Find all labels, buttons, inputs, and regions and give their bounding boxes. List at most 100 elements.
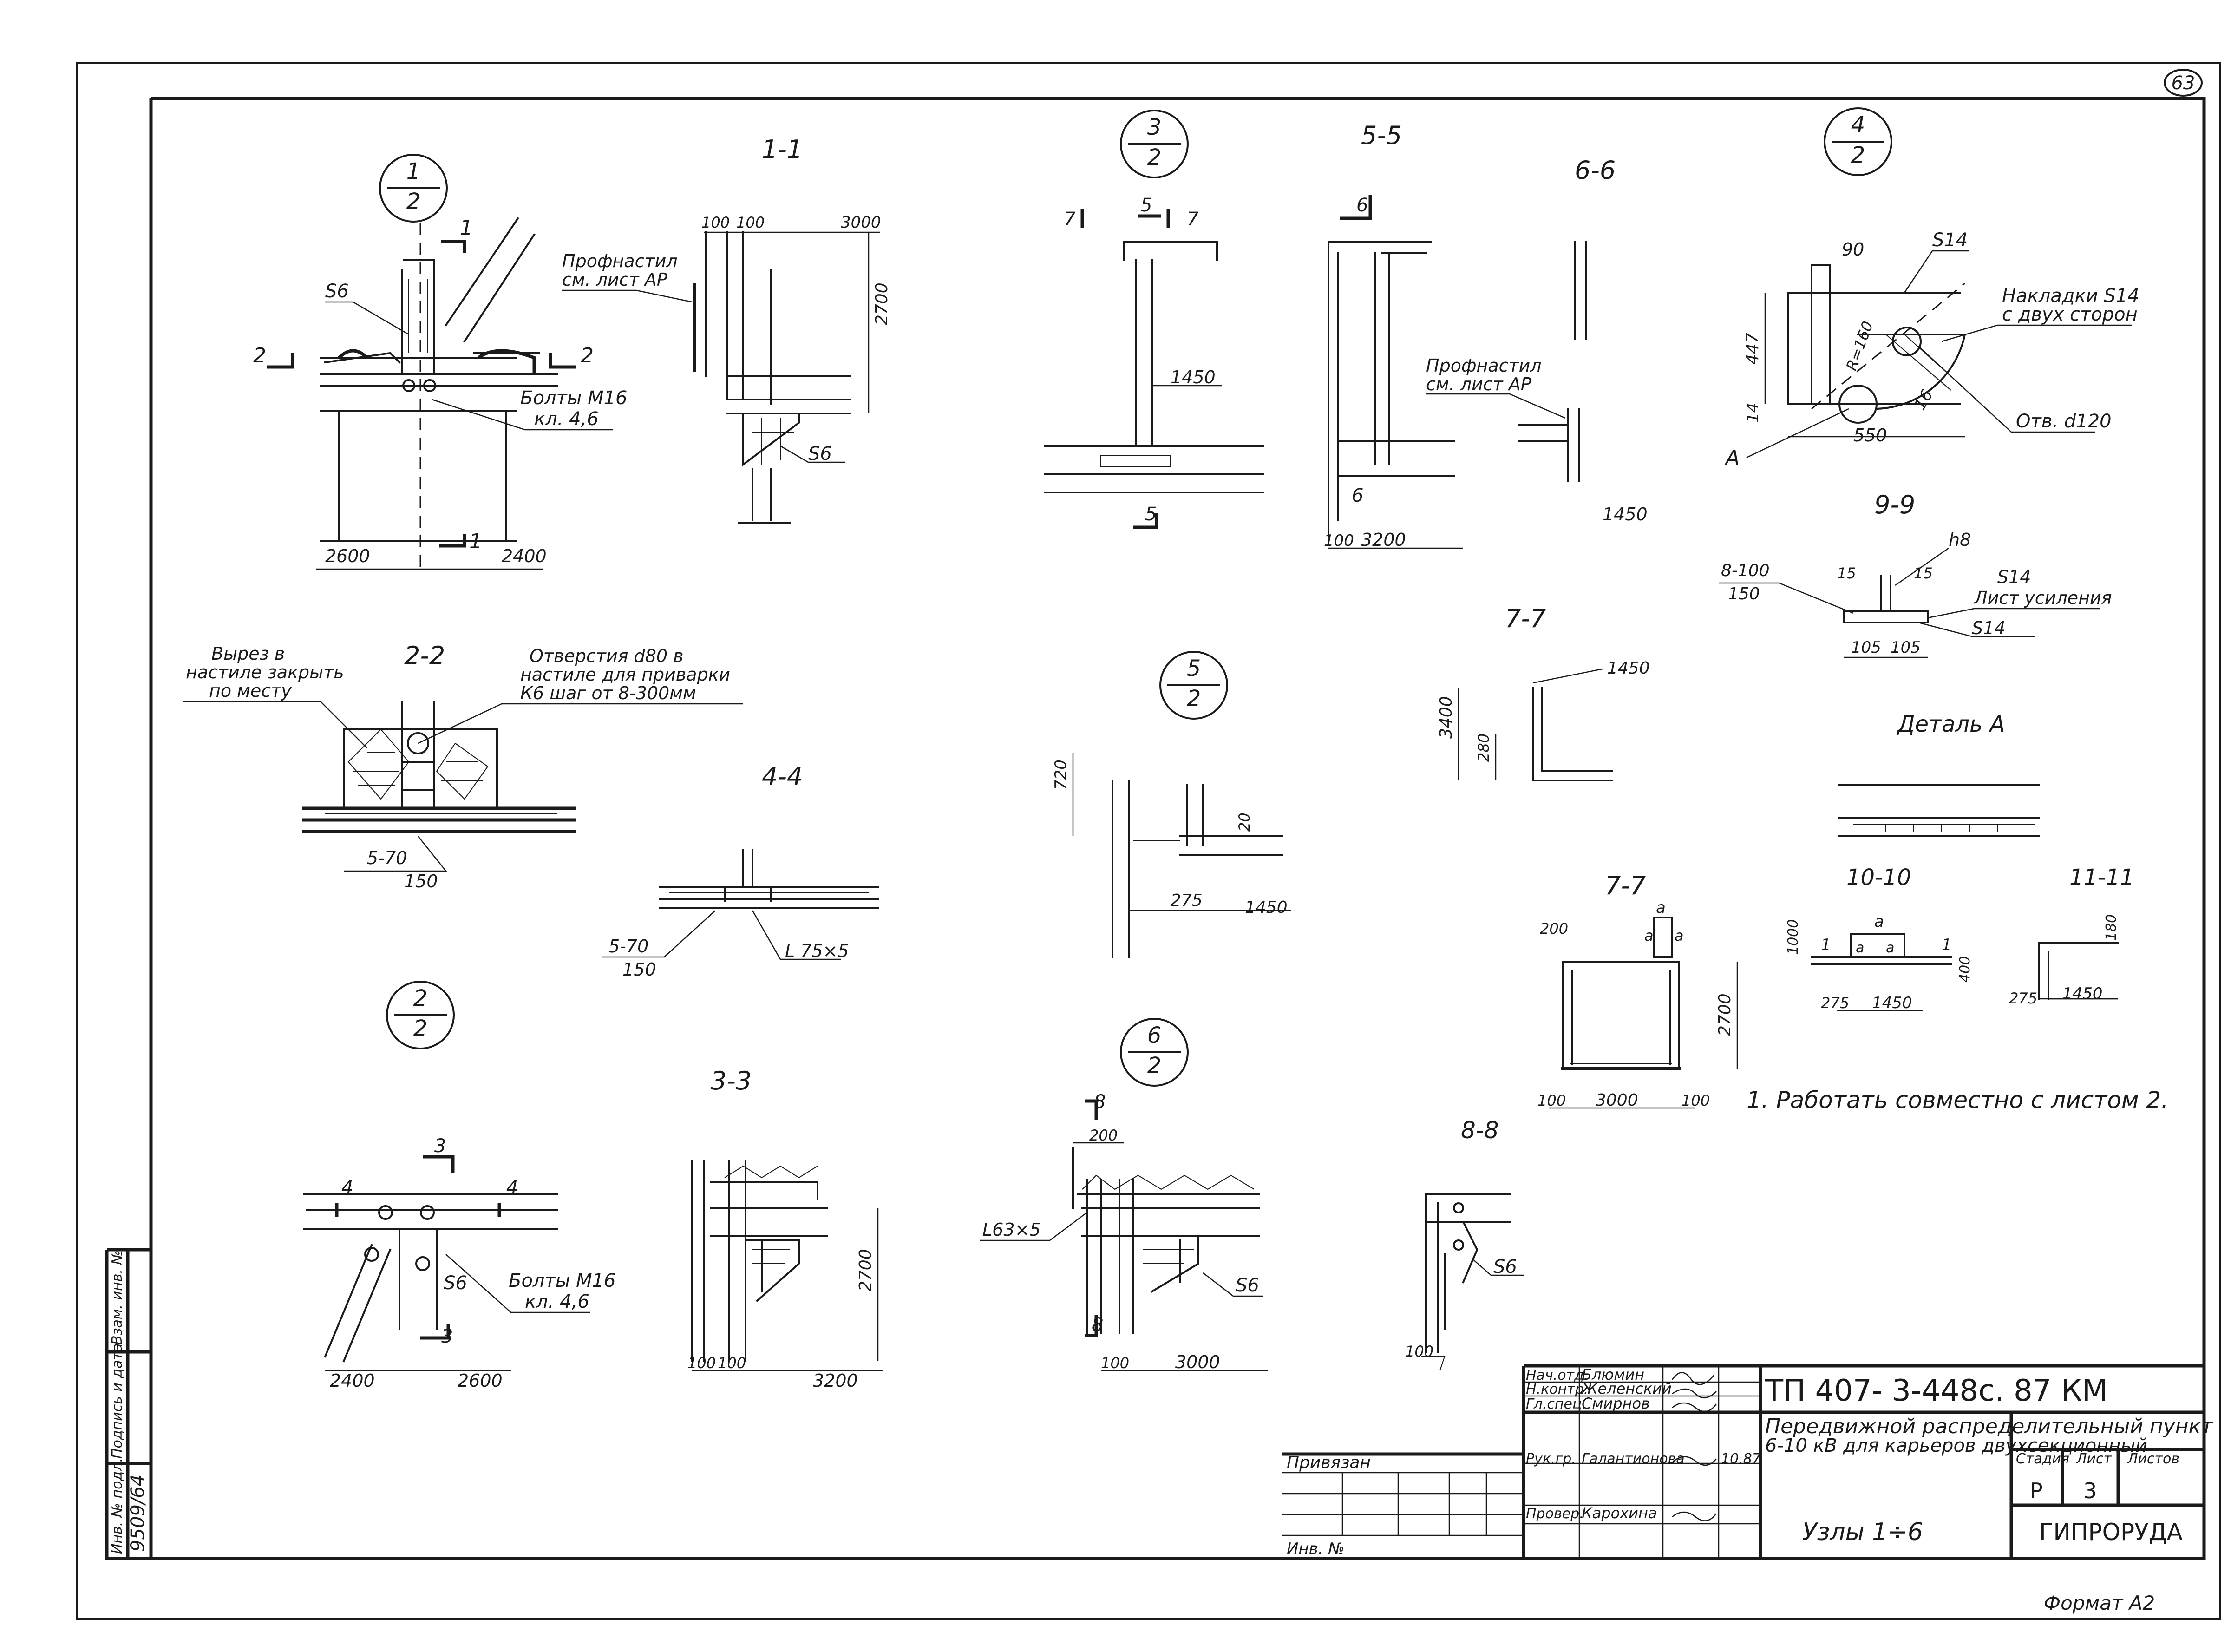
svg-text:8-100: 8-100: [1721, 561, 1770, 580]
svg-text:1450: 1450: [2062, 984, 2103, 1003]
svg-text:200: 200: [1540, 920, 1568, 937]
title-block: Привязан Инв. № Нач.отд. Блюмин Н.контр.…: [1282, 1364, 2213, 1559]
svg-text:9-9: 9-9: [1874, 490, 1915, 519]
svg-text:Инв. № подл.: Инв. № подл.: [109, 1458, 125, 1554]
svg-text:настиле для приварки: настиле для приварки: [520, 664, 730, 685]
svg-text:6: 6: [1352, 485, 1363, 506]
svg-text:S6: S6: [444, 1272, 467, 1294]
svg-text:L63×5: L63×5: [982, 1219, 1041, 1240]
svg-text:S6: S6: [1493, 1256, 1517, 1278]
svg-text:100: 100: [1324, 531, 1354, 550]
svg-text:Вырез в: Вырез в: [211, 643, 285, 664]
svg-text:Галантионова: Галантионова: [1582, 1451, 1685, 1467]
svg-text:S14: S14: [1932, 229, 1968, 251]
svg-text:4: 4: [1851, 112, 1865, 138]
section-10-10: 10-10 а а а 1000 1 1 400 275 1450: [1785, 865, 1973, 1012]
svg-text:200: 200: [1089, 1127, 1118, 1144]
svg-text:Подпись и дата: Подпись и дата: [109, 1344, 125, 1459]
svg-text:100: 100: [1537, 1092, 1566, 1109]
svg-text:3: 3: [2083, 1478, 2097, 1503]
svg-text:150: 150: [404, 871, 438, 892]
svg-text:L 75×5: L 75×5: [785, 941, 849, 961]
svg-text:100: 100: [718, 1354, 746, 1372]
svg-text:с двух сторон: с двух сторон: [2002, 304, 2138, 325]
svg-text:см. лист АР: см. лист АР: [562, 269, 667, 290]
inner-frame: [105, 97, 2206, 1560]
svg-text:S14: S14: [1997, 567, 2031, 587]
svg-text:15: 15: [1914, 564, 1933, 582]
svg-text:280: 280: [1475, 734, 1492, 762]
svg-text:Лист: Лист: [2076, 1451, 2113, 1467]
general-note: 1. Работать совместно с листом 2.: [1747, 1087, 2168, 1114]
svg-text:6-6: 6-6: [1575, 156, 1616, 185]
svg-text:3: 3: [1147, 114, 1162, 140]
svg-text:100: 100: [701, 214, 730, 231]
svg-text:180: 180: [2103, 914, 2120, 941]
node-5-2: 5 2 720 20 275 1450: [1052, 651, 1291, 958]
svg-text:Отв. d120: Отв. d120: [2016, 411, 2112, 432]
svg-text:а: а: [1856, 940, 1864, 956]
svg-text:5-70: 5-70: [367, 848, 407, 868]
svg-text:150: 150: [622, 959, 656, 980]
svg-text:Отверстия d80 в: Отверстия d80 в: [530, 646, 684, 666]
svg-text:20: 20: [1236, 813, 1253, 832]
svg-text:2: 2: [413, 985, 428, 1011]
svg-text:Смирнов: Смирнов: [1582, 1395, 1650, 1412]
svg-text:3: 3: [434, 1135, 446, 1157]
svg-text:3-3: 3-3: [711, 1066, 752, 1095]
svg-text:Накладки S14: Накладки S14: [2002, 285, 2139, 307]
project-code: ТП 407- 3-448с. 87 КМ: [1765, 1374, 2107, 1408]
svg-text:100: 100: [736, 214, 765, 231]
svg-text:а: а: [1886, 940, 1894, 956]
svg-text:Профнастил: Профнастил: [1426, 355, 1542, 376]
node-1-2-den: 2: [406, 189, 421, 215]
left-stamp: Взам. инв. № Подпись и дата Инв. № подл.…: [107, 1248, 153, 1559]
section-11-11: 11-11 180 275 1450: [2009, 865, 2134, 1007]
node-1-2-num: 1: [406, 158, 421, 184]
svg-text:100: 100: [1405, 1343, 1433, 1360]
svg-text:100: 100: [687, 1354, 716, 1372]
svg-text:3000: 3000: [1596, 1091, 1638, 1110]
svg-text:Блюмин: Блюмин: [1582, 1366, 1644, 1383]
svg-text:7-7: 7-7: [1505, 604, 1546, 633]
svg-text:5-5: 5-5: [1361, 121, 1402, 150]
svg-text:Р: Р: [2030, 1478, 2043, 1503]
svg-text:А: А: [1724, 446, 1740, 470]
svg-text:Лист усиления: Лист усиления: [1973, 588, 2112, 608]
section-6-6: 6-6 Профнастил см. лист АР 1450: [1426, 156, 1648, 524]
svg-text:Стадия: Стадия: [2016, 1451, 2069, 1467]
node-2-2: 2 2 3 3 4 4 S6 Болты М16 кл. 4,6 2400 26…: [303, 981, 616, 1391]
svg-text:Карохина: Карохина: [1582, 1504, 1657, 1522]
section-1-1: 1-1 100 100 3000 2700 Профнастил см. лис…: [562, 135, 891, 524]
svg-text:2700: 2700: [856, 1249, 875, 1291]
svg-text:1: 1: [469, 530, 482, 553]
svg-text:1450: 1450: [1872, 994, 1912, 1012]
svg-text:Рук.гр.: Рук.гр.: [1526, 1451, 1576, 1467]
svg-text:Инв. №: Инв. №: [1287, 1540, 1345, 1558]
svg-text:105: 105: [1891, 638, 1921, 657]
svg-text:2: 2: [1147, 144, 1162, 170]
node-6-2: 6 2 8 S6 L63×5 200 8 100 3000: [980, 1018, 1268, 1372]
svg-text:9509/64: 9509/64: [127, 1475, 149, 1552]
detail-a: Деталь А: [1838, 711, 2040, 837]
svg-text:150: 150: [1728, 584, 1760, 603]
svg-text:кл. 4,6: кл. 4,6: [525, 1291, 589, 1312]
sheet-number: 63: [2172, 72, 2195, 94]
svg-text:8-8: 8-8: [1461, 1117, 1499, 1144]
svg-text:7: 7: [1064, 209, 1076, 230]
svg-text:Желенский: Желенский: [1581, 1380, 1672, 1397]
svg-text:6: 6: [1147, 1023, 1162, 1049]
svg-text:К6 шаг от 8-300мм: К6 шаг от 8-300мм: [520, 683, 696, 703]
svg-text:100: 100: [1101, 1354, 1129, 1372]
svg-text:3000: 3000: [1175, 1352, 1220, 1372]
svg-text:кл. 4,6: кл. 4,6: [534, 408, 599, 430]
svg-text:1: 1: [460, 216, 473, 240]
svg-text:16: 16: [1910, 387, 1937, 413]
svg-text:3000: 3000: [841, 213, 881, 232]
svg-text:2: 2: [1187, 686, 1201, 712]
svg-text:Болты М16: Болты М16: [509, 1270, 616, 1291]
svg-text:4-4: 4-4: [762, 762, 803, 791]
svg-text:S6: S6: [1236, 1275, 1259, 1296]
svg-text:100: 100: [1681, 1092, 1710, 1109]
section-1-1-title: 1-1: [762, 135, 803, 164]
